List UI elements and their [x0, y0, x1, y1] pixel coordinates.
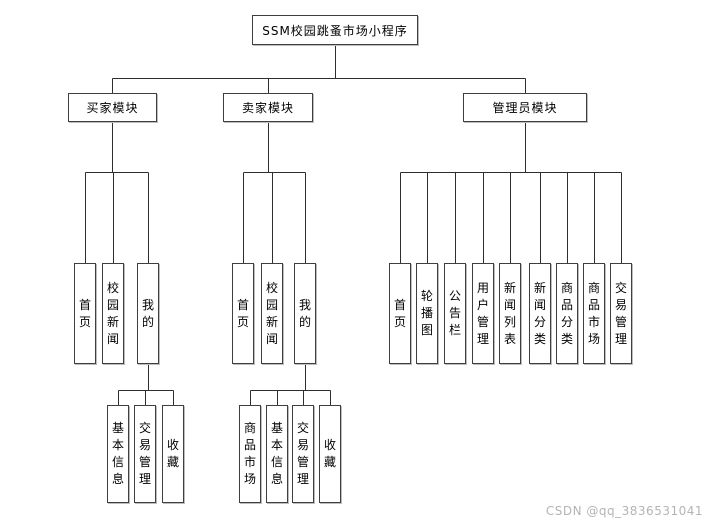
- node-admin-news-list: 新闻列表: [499, 263, 521, 364]
- node-seller-mine: 我的: [294, 263, 316, 364]
- connector-buyer-mine-children: [118, 364, 174, 405]
- node-buyer-campus-news: 校园新闻: [102, 263, 124, 364]
- node-admin-news-category: 新闻分类: [529, 263, 551, 364]
- node-buyer-mine: 我的: [137, 263, 159, 364]
- node-module-seller: 卖家模块: [223, 93, 313, 122]
- node-module-admin: 管理员模块: [463, 93, 587, 122]
- connector-buyer-children: [85, 122, 149, 263]
- node-buyer-favorites: 收藏: [162, 405, 184, 503]
- node-buyer-home: 首页: [74, 263, 96, 364]
- node-seller-goods-market: 商品市场: [239, 405, 261, 503]
- node-admin-user-mgmt: 用户管理: [472, 263, 494, 364]
- node-module-buyer: 买家模块: [68, 93, 157, 122]
- connector-root-to-modules: [112, 45, 526, 93]
- node-admin-trade-mgmt: 交易管理: [610, 263, 632, 364]
- node-admin-home: 首页: [389, 263, 411, 364]
- node-seller-basic-info: 基本信息: [266, 405, 288, 503]
- node-admin-carousel: 轮播图: [416, 263, 438, 364]
- node-buyer-trade-mgmt: 交易管理: [134, 405, 156, 503]
- node-seller-home: 首页: [232, 263, 254, 364]
- node-buyer-basic-info: 基本信息: [107, 405, 129, 503]
- watermark: CSDN @qq_3836531041: [545, 504, 703, 518]
- node-root: SSM校园跳蚤市场小程序: [252, 15, 418, 45]
- connector-seller-children: [243, 122, 306, 263]
- node-admin-goods-market: 商品市场: [583, 263, 605, 364]
- node-admin-bulletin: 公告栏: [444, 263, 466, 364]
- connector-seller-mine-children: [250, 364, 331, 405]
- node-seller-trade-mgmt: 交易管理: [292, 405, 314, 503]
- connector-admin-children: [400, 122, 622, 263]
- node-seller-favorites: 收藏: [319, 405, 341, 503]
- node-admin-goods-category: 商品分类: [556, 263, 578, 364]
- node-seller-campus-news: 校园新闻: [261, 263, 283, 364]
